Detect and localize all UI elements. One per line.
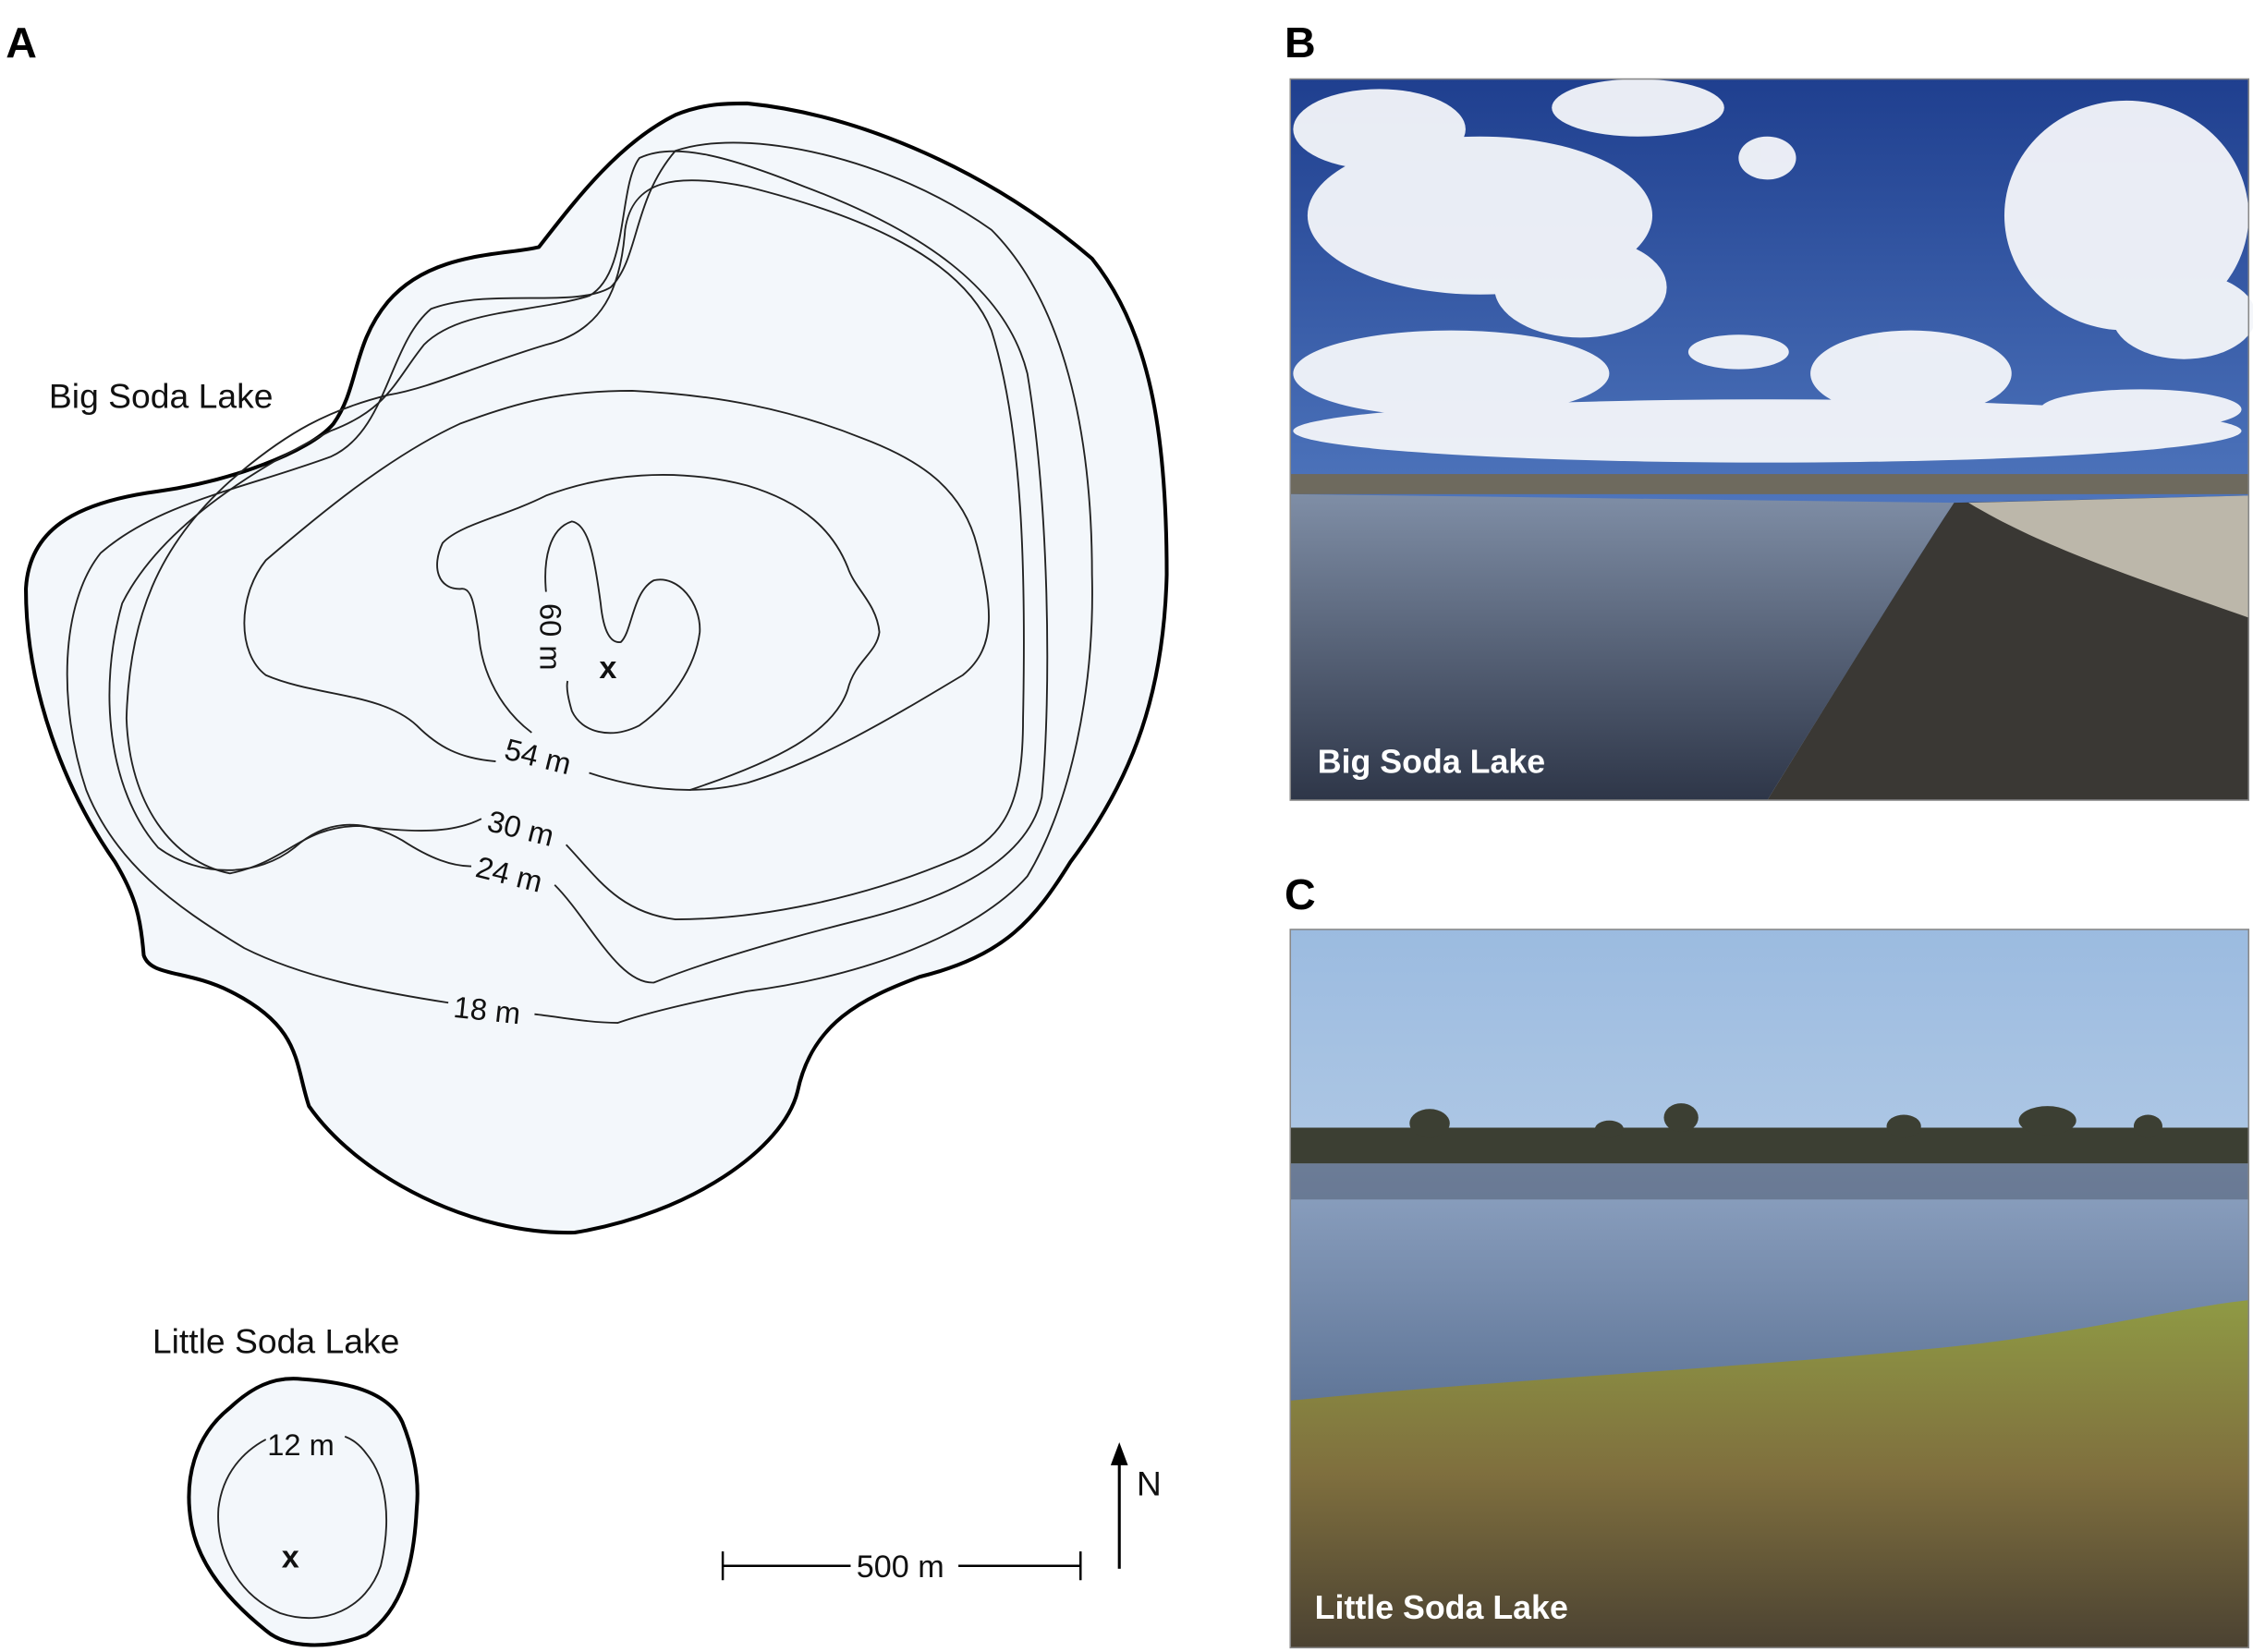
north-arrow-icon xyxy=(1110,1442,1128,1465)
photo-little-soda-lake: Little Soda Lake xyxy=(1289,929,2250,1649)
clouds xyxy=(1293,79,2253,463)
big-soda-lake-label: Big Soda Lake xyxy=(49,377,274,416)
contour-30m xyxy=(125,179,1025,920)
contour-label-60m: 60 m xyxy=(534,603,568,671)
panel-label-c: C xyxy=(1285,870,1316,918)
north-arrow: N xyxy=(1110,1442,1162,1569)
little-soda-lake-label: Little Soda Lake xyxy=(152,1322,400,1361)
little-soda-lake-map: Little Soda Lake 12 m x xyxy=(152,1322,420,1647)
scale-bar: 500 m xyxy=(721,1549,1082,1585)
north-label: N xyxy=(1137,1464,1162,1503)
contour-label-12m: 12 m xyxy=(267,1427,335,1462)
contour-12m xyxy=(217,1435,387,1620)
photo-caption-b: Big Soda Lake xyxy=(1318,743,1545,780)
panel-label-a: A xyxy=(6,18,37,67)
contour-54m-inner xyxy=(436,473,881,792)
scale-bar-label: 500 m xyxy=(857,1549,944,1585)
photo-big-soda-lake: Big Soda Lake xyxy=(1289,78,2253,801)
sample-site-marker-big: x xyxy=(599,650,616,686)
contour-label-18m: 18 m xyxy=(452,990,522,1030)
sample-site-marker-little: x xyxy=(282,1539,299,1574)
contour-54m xyxy=(243,389,990,791)
panel-label-b: B xyxy=(1285,18,1316,67)
big-soda-lake-map: 60 m 54 m 30 m 24 m 18 m x Big Soda Lake xyxy=(24,101,1169,1235)
photo-caption-c: Little Soda Lake xyxy=(1315,1589,1568,1626)
contour-24m xyxy=(108,150,1049,984)
contour-18m xyxy=(66,141,1093,1024)
big-soda-lake-shoreline xyxy=(24,101,1169,1235)
contour-60m xyxy=(544,520,701,735)
little-soda-lake-shoreline xyxy=(187,1377,420,1647)
trees xyxy=(1409,1103,2162,1138)
